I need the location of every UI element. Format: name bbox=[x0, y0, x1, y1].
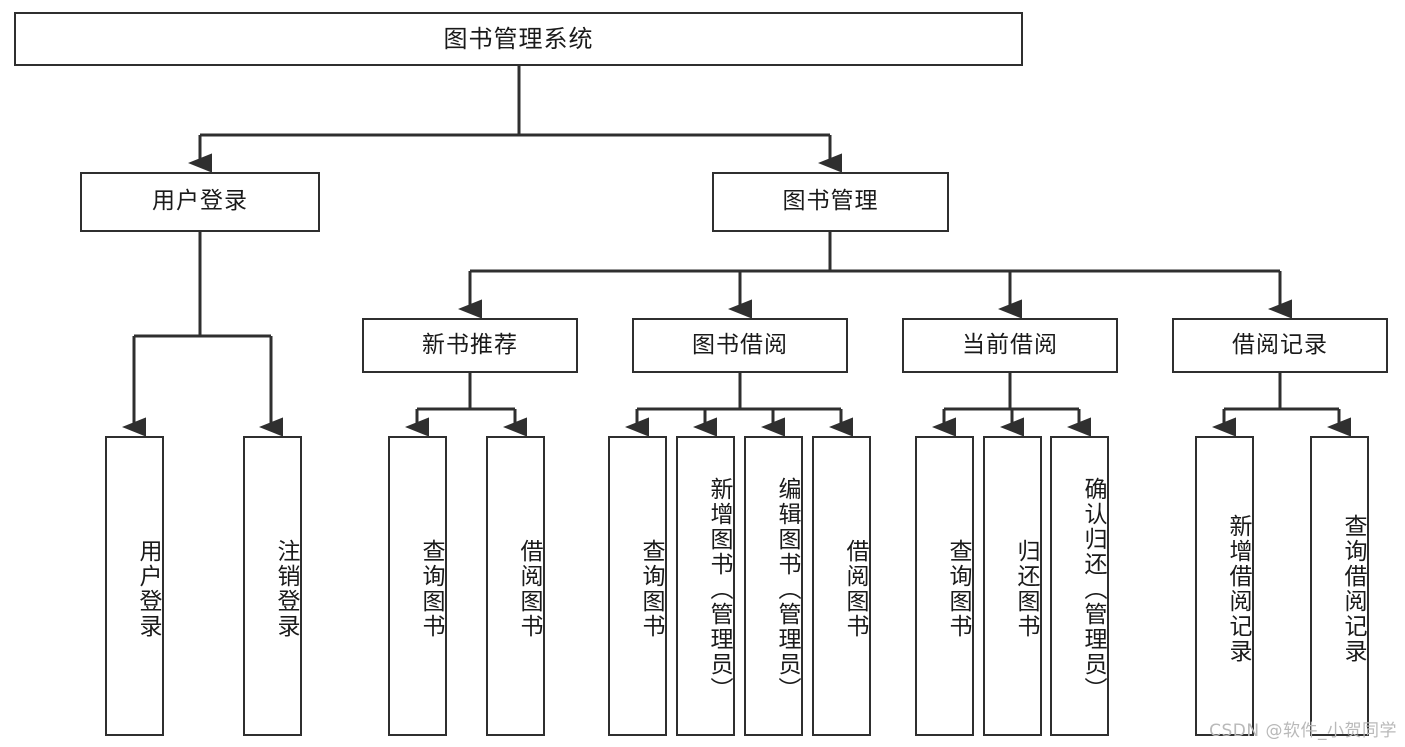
node-leaf-query-borrow-record-label: 查询借阅记录 bbox=[1340, 514, 1366, 664]
node-leaf-return-book-label: 归还图书 bbox=[1013, 539, 1039, 639]
node-leaf-query-book-2-label: 查询图书 bbox=[638, 539, 664, 639]
node-root-label: 图书管理系统 bbox=[443, 24, 594, 53]
node-leaf-borrow-book-2: 借阅图书 bbox=[812, 436, 871, 736]
node-new-book-recommend-label: 新书推荐 bbox=[422, 331, 518, 358]
node-leaf-logout-label: 注销登录 bbox=[273, 539, 299, 639]
node-user-login: 用户登录 bbox=[80, 172, 320, 232]
node-leaf-add-book: 新增图书（管理员） bbox=[676, 436, 735, 736]
node-book-manage-label: 图书管理 bbox=[782, 188, 879, 215]
node-leaf-logout: 注销登录 bbox=[243, 436, 302, 736]
node-current-borrow: 当前借阅 bbox=[902, 318, 1118, 373]
node-leaf-query-book-3: 查询图书 bbox=[915, 436, 974, 736]
node-user-login-label: 用户登录 bbox=[152, 188, 248, 215]
node-book-borrow-label: 图书借阅 bbox=[692, 331, 788, 358]
node-current-borrow-label: 当前借阅 bbox=[962, 331, 1058, 358]
node-leaf-query-book-1-label: 查询图书 bbox=[418, 539, 444, 639]
node-leaf-user-login-label: 用户登录 bbox=[135, 539, 161, 639]
node-leaf-edit-book-label: 编辑图书（管理员） bbox=[774, 476, 800, 702]
node-leaf-query-book-2: 查询图书 bbox=[608, 436, 667, 736]
csdn-watermark: CSDN @软件_小贺同学 bbox=[1209, 721, 1397, 741]
node-leaf-return-book: 归还图书 bbox=[983, 436, 1042, 736]
node-leaf-query-book-1: 查询图书 bbox=[388, 436, 447, 736]
node-new-book-recommend: 新书推荐 bbox=[362, 318, 578, 373]
node-book-manage: 图书管理 bbox=[712, 172, 949, 232]
node-leaf-add-borrow-record: 新增借阅记录 bbox=[1195, 436, 1254, 736]
node-leaf-user-login: 用户登录 bbox=[105, 436, 164, 736]
node-leaf-borrow-book-2-label: 借阅图书 bbox=[842, 539, 868, 639]
node-borrow-record-label: 借阅记录 bbox=[1232, 331, 1328, 358]
node-leaf-edit-book: 编辑图书（管理员） bbox=[744, 436, 803, 736]
node-leaf-add-borrow-record-label: 新增借阅记录 bbox=[1225, 514, 1251, 664]
node-leaf-query-borrow-record: 查询借阅记录 bbox=[1310, 436, 1369, 736]
node-book-borrow: 图书借阅 bbox=[632, 318, 848, 373]
node-borrow-record: 借阅记录 bbox=[1172, 318, 1388, 373]
node-leaf-add-book-label: 新增图书（管理员） bbox=[706, 476, 732, 702]
node-leaf-borrow-book-1: 借阅图书 bbox=[486, 436, 545, 736]
node-leaf-confirm-return-label: 确认归还（管理员） bbox=[1080, 476, 1106, 702]
node-root-system: 图书管理系统 bbox=[14, 12, 1023, 66]
node-leaf-borrow-book-1-label: 借阅图书 bbox=[516, 539, 542, 639]
node-leaf-query-book-3-label: 查询图书 bbox=[945, 539, 971, 639]
node-leaf-confirm-return: 确认归还（管理员） bbox=[1050, 436, 1109, 736]
